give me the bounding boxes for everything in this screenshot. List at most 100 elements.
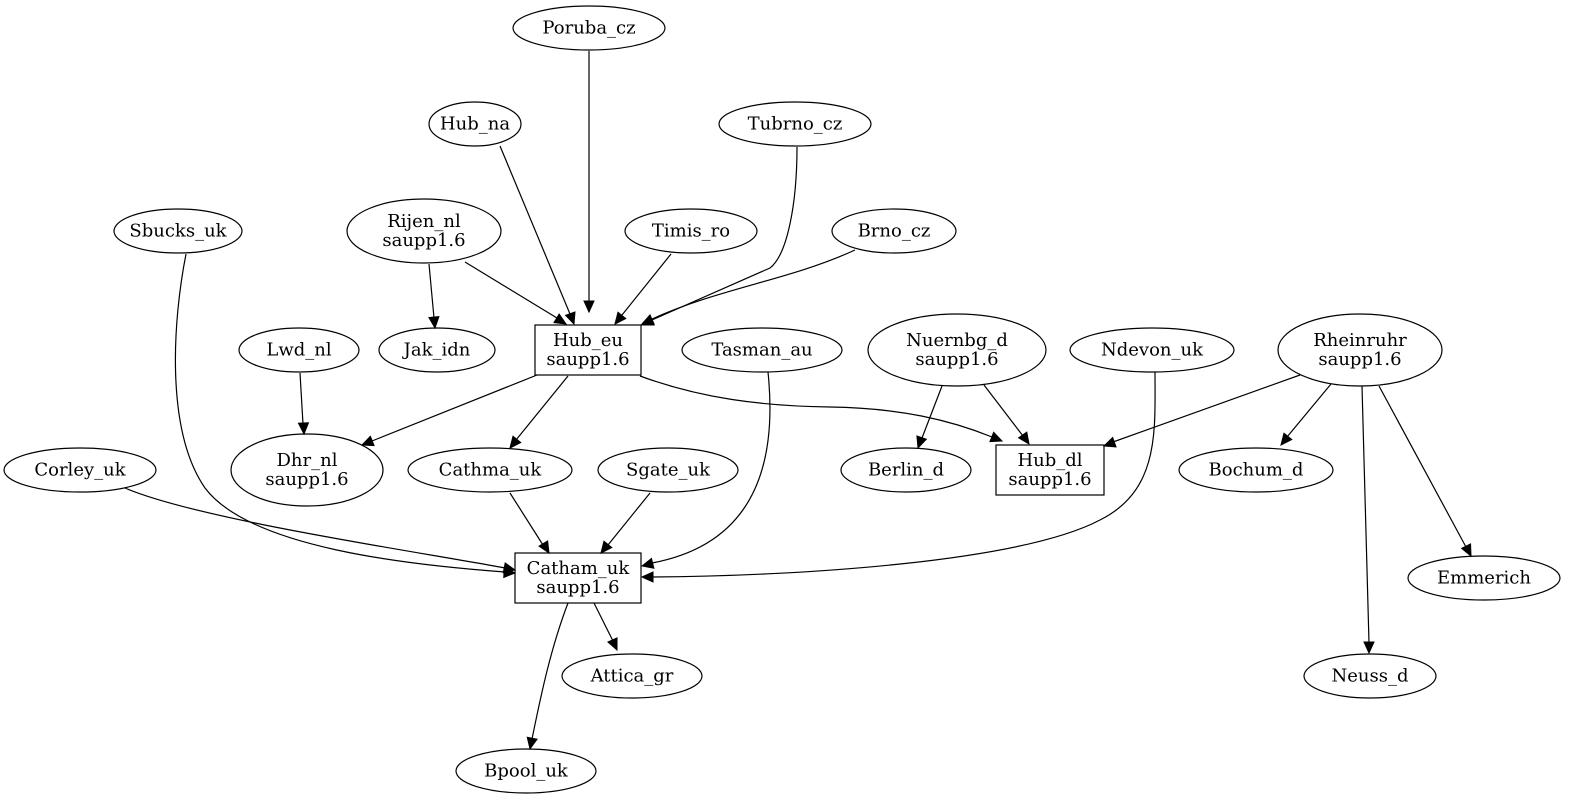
arrowhead: [640, 314, 655, 325]
edge-line: [124, 487, 506, 569]
node-poruba-cz: Poruba_cz: [512, 5, 666, 51]
edge-line: [607, 492, 651, 546]
node-label: saupp1.6: [536, 577, 619, 598]
arrowhead: [607, 637, 618, 652]
arrowhead: [360, 435, 375, 447]
node-ellipse: [840, 447, 972, 493]
node-label: Rheinruhr: [1313, 330, 1407, 351]
arrowhead: [614, 311, 627, 325]
node-label: Corley_uk: [34, 460, 126, 481]
edge-brno-cz-to-hub-eu: [640, 249, 856, 325]
node-label: Cathma_uk: [439, 460, 543, 481]
edge-line: [531, 602, 569, 740]
node-ellipse: [867, 313, 1047, 387]
arrowhead: [916, 435, 928, 450]
arrowhead: [1102, 436, 1117, 448]
node-sbucks-uk: Sbucks_uk: [113, 208, 243, 254]
arrowhead: [502, 562, 517, 574]
node-timis-ro: Timis_ro: [624, 208, 758, 254]
arrowhead: [509, 435, 522, 449]
edge-catham-uk-to-bpool-uk: [526, 602, 569, 751]
node-label: Bochum_d: [1209, 460, 1304, 481]
edge-timis-ro-to-hub-eu: [614, 253, 672, 325]
node-ellipse: [407, 447, 573, 493]
edge-rheinruhr-to-hub-dl: [1102, 374, 1301, 448]
node-label: Lwd_nl: [266, 340, 331, 361]
node-cathma-uk: Cathma_uk: [407, 447, 573, 493]
edge-nuernbg-d-to-berlin-d: [916, 385, 943, 450]
arrowhead: [1363, 641, 1375, 655]
node-ellipse: [1178, 447, 1334, 493]
node-bpool-uk: Bpool_uk: [455, 748, 597, 794]
node-label: Timis_ro: [652, 221, 730, 242]
node-label: saupp1.6: [382, 230, 465, 251]
arrowhead: [640, 557, 655, 569]
node-label: Emmerich: [1437, 568, 1531, 589]
edge-line: [1361, 385, 1370, 644]
edge-catham-uk-to-attica-gr: [593, 602, 618, 652]
edge-line: [921, 385, 943, 439]
node-ellipse: [378, 327, 496, 373]
arrowhead: [583, 300, 595, 314]
node-label: Hub_dl: [1017, 450, 1082, 471]
arrowhead: [538, 540, 550, 555]
arrowhead: [564, 311, 576, 326]
arrowhead: [1280, 432, 1293, 446]
node-box: [995, 444, 1105, 496]
node-ellipse: [512, 5, 666, 51]
node-bochum-d: Bochum_d: [1178, 447, 1334, 493]
node-label: Rijen_nl: [387, 211, 461, 232]
arrowhead: [553, 313, 568, 325]
node-label: Hub_eu: [553, 330, 623, 351]
edge-line: [299, 372, 304, 425]
node-label: Hub_na: [440, 114, 510, 135]
edge-sgate-uk-to-catham-uk: [600, 492, 651, 554]
edge-hub-eu-to-dhr-nl: [360, 374, 538, 447]
node-label: saupp1.6: [546, 349, 629, 370]
node-ellipse: [1069, 327, 1235, 373]
edge-corley-uk-to-catham-uk: [124, 487, 517, 574]
node-sgate-uk: Sgate_uk: [597, 447, 739, 493]
node-jak-idn: Jak_idn: [378, 327, 496, 373]
edge-rheinruhr-to-bochum-d: [1280, 383, 1332, 446]
node-label: Tubrno_cz: [748, 114, 843, 135]
arrowhead: [297, 422, 310, 436]
edge-line: [464, 261, 558, 319]
node-label: Attica_gr: [590, 666, 674, 687]
node-label: Tasman_au: [711, 340, 812, 361]
node-box: [534, 324, 642, 376]
edge-lwd-nl-to-dhr-nl: [297, 372, 310, 436]
node-ellipse: [831, 208, 957, 254]
node-ellipse: [238, 327, 360, 373]
arrowhead: [989, 431, 1004, 443]
edge-sbucks-uk-to-catham-uk: [174, 253, 517, 579]
node-ellipse: [1407, 555, 1561, 601]
node-ellipse: [597, 447, 739, 493]
node-hub-na: Hub_na: [428, 101, 522, 147]
edge-rheinruhr-to-neuss-d: [1361, 385, 1375, 655]
edge-poruba-cz-to-hub-eu: [583, 51, 595, 314]
edge-line: [1112, 374, 1301, 443]
edge-rheinruhr-to-emmerich: [1378, 385, 1472, 558]
node-label: Neuss_d: [1332, 666, 1409, 687]
node-brno-cz: Brno_cz: [831, 208, 957, 254]
node-ellipse: [230, 433, 384, 507]
edge-rijen-nl-to-hub-eu: [464, 261, 568, 325]
node-ellipse: [1303, 653, 1437, 699]
node-label: Ndevon_uk: [1101, 340, 1204, 361]
edge-cathma-uk-to-catham-uk: [509, 492, 550, 555]
edge-line: [371, 374, 538, 442]
edge-line: [651, 146, 798, 321]
node-label: saupp1.6: [1318, 349, 1401, 370]
edges-layer: [124, 51, 1472, 751]
node-label: Dhr_nl: [277, 450, 338, 471]
edge-nuernbg-d-to-hub-dl: [983, 384, 1030, 445]
edge-hub-na-to-hub-eu: [499, 145, 576, 326]
node-box: [514, 552, 642, 604]
arrowhead: [1460, 543, 1472, 558]
node-ellipse: [455, 748, 597, 794]
